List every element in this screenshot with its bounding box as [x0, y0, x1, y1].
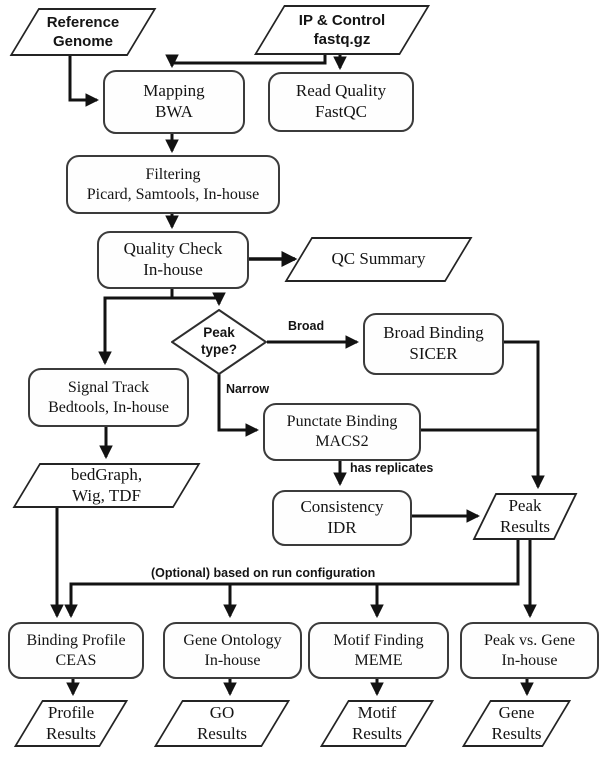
motif-finding-label: Motif Finding MEME [333, 631, 424, 669]
filtering-label: Filtering Picard, Samtools, In-house [86, 165, 260, 203]
consistency-label: Consistency IDR [300, 497, 384, 537]
node-gene-results: Gene Results [460, 700, 573, 747]
node-binding-profile: Binding Profile CEAS [8, 622, 144, 679]
binding-profile-label: Binding Profile CEAS [26, 631, 126, 669]
node-signal-track: Signal Track Bedtools, In-house [28, 368, 189, 427]
edge-label-broad: Broad [288, 319, 325, 333]
motif-results-label: Motif Results [351, 702, 403, 743]
node-peak-vs-gene: Peak vs. Gene In-house [460, 622, 599, 679]
node-peak-results: Peak Results [472, 493, 578, 540]
edge-label-optional: (Optional) based on run configuration [151, 566, 376, 580]
node-motif-results: Motif Results [318, 700, 436, 747]
edge-label-narrow: Narrow [226, 382, 270, 396]
gene-ontology-label: Gene Ontology In-house [183, 631, 282, 669]
node-ip-control: IP & Control fastq.gz [253, 5, 431, 55]
peak-type-diamond-shape [171, 309, 267, 375]
reference-genome-label: Reference Genome [46, 13, 120, 51]
node-motif-finding: Motif Finding MEME [308, 622, 449, 679]
broad-binding-label: Broad Binding SICER [383, 323, 484, 363]
signal-track-label: Signal Track Bedtools, In-house [48, 378, 169, 416]
node-consistency: Consistency IDR [272, 490, 412, 546]
node-broad-binding: Broad Binding SICER [363, 313, 504, 375]
qc-summary-label: QC Summary [331, 249, 426, 269]
node-filtering: Filtering Picard, Samtools, In-house [66, 155, 280, 214]
edge-label-has-replicates: has replicates [350, 461, 434, 475]
bedgraph-label: bedGraph, Wig, TDF [70, 464, 143, 505]
node-qc-summary: QC Summary [282, 237, 475, 282]
peak-type-label: Peak type? [200, 325, 237, 357]
node-profile-results: Profile Results [12, 700, 130, 747]
punctate-binding-label: Punctate Binding MACS2 [286, 413, 398, 450]
ip-control-label: IP & Control fastq.gz [298, 11, 386, 49]
node-read-quality: Read Quality FastQC [268, 72, 414, 132]
node-bedgraph: bedGraph, Wig, TDF [10, 463, 203, 508]
node-peak-type-decision: Peak type? [171, 309, 267, 375]
node-go-results: GO Results [152, 700, 292, 747]
peak-vs-gene-label: Peak vs. Gene In-house [483, 631, 576, 669]
read-quality-label: Read Quality FastQC [295, 81, 387, 121]
node-punctate-binding: Punctate Binding MACS2 [263, 403, 421, 461]
gene-results-label: Gene Results [491, 702, 542, 743]
profile-results-label: Profile Results [45, 702, 97, 743]
node-reference-genome: Reference Genome [8, 8, 158, 56]
mapping-label: Mapping BWA [143, 81, 205, 121]
peak-results-label: Peak Results [499, 495, 551, 536]
go-results-label: GO Results [196, 702, 248, 743]
node-gene-ontology: Gene Ontology In-house [163, 622, 302, 679]
node-quality-check: Quality Check In-house [97, 231, 249, 289]
node-mapping: Mapping BWA [103, 70, 245, 134]
quality-check-label: Quality Check In-house [123, 239, 223, 279]
